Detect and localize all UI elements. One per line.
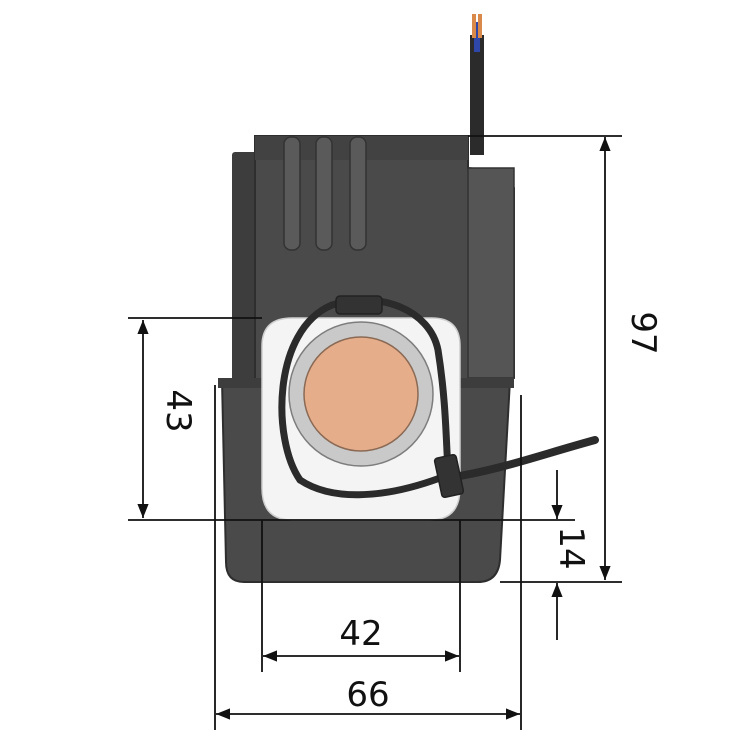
strap-lock (433, 453, 465, 499)
lead-wire-top (470, 14, 484, 155)
dim-opening-width: 42 (339, 614, 382, 654)
conductor-window (261, 317, 461, 521)
grip-rib (283, 136, 301, 251)
strap-buckle (335, 295, 383, 315)
side-latch (467, 167, 515, 379)
lead-wire-copper-strand (472, 14, 476, 38)
cable-strap (278, 295, 599, 499)
grip-rib (315, 136, 333, 251)
grip-ribs (283, 136, 367, 251)
copper-conductor (303, 336, 419, 452)
dim-height-total: 97 (623, 311, 663, 354)
lead-wire-copper-strand-2 (478, 14, 482, 38)
dimension-lines (128, 135, 622, 730)
dim-overall-width: 66 (346, 675, 389, 715)
lead-wire-blue-core (474, 22, 480, 52)
dim-opening-height: 43 (158, 389, 198, 432)
strap-bottom (296, 474, 444, 499)
dim-bottom-thickness: 14 (551, 526, 591, 569)
grip-rib (349, 136, 367, 251)
lead-wire-jacket (470, 35, 484, 155)
